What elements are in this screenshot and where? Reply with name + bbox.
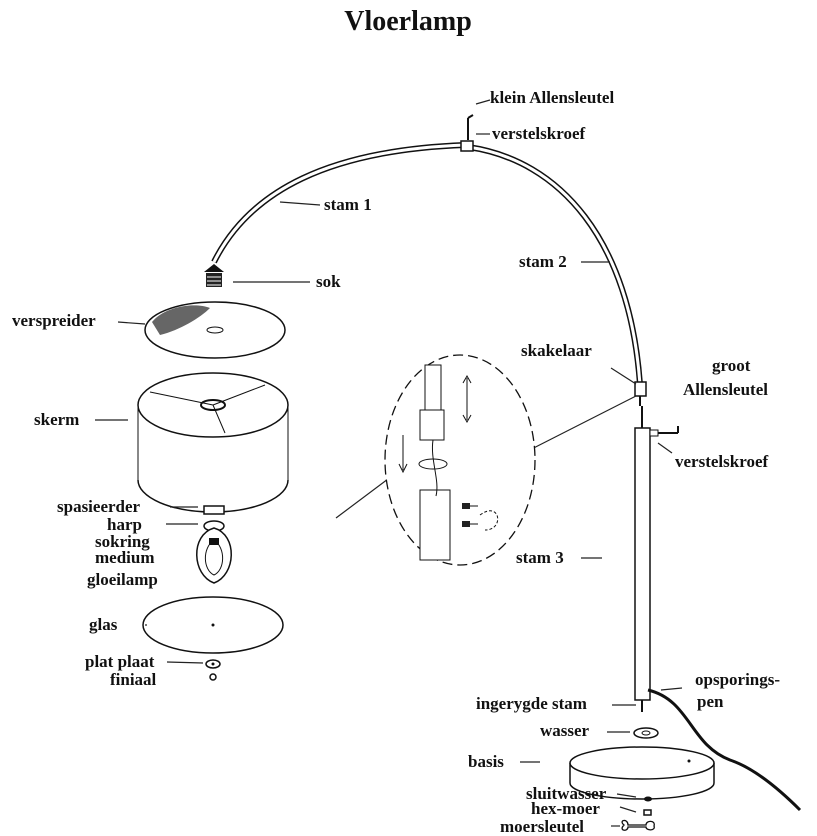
flat-plate — [205, 659, 221, 669]
label-finiaal: finiaal — [110, 670, 157, 689]
label-opsporings: opsporings- — [695, 670, 780, 689]
label-verstelskroef-mid: verstelskroef — [675, 452, 768, 471]
switch — [634, 381, 647, 406]
label-hex-moer: hex-moer — [531, 799, 600, 818]
label-skakelaar: skakelaar — [521, 341, 592, 360]
label-sokring: sokring — [95, 532, 150, 551]
arc-stem-1 — [211, 142, 466, 264]
label-basis: basis — [468, 752, 504, 771]
label-gloeilamp: gloeilamp — [87, 570, 158, 589]
diffuser-disc — [144, 301, 286, 359]
top-adjust-screw — [460, 140, 474, 152]
detail-inset — [335, 354, 637, 566]
stem-3 — [634, 406, 651, 712]
large-allen-key-icon — [649, 426, 679, 437]
label-spasieerder: spasieerder — [57, 497, 141, 516]
label-wasser: wasser — [540, 721, 590, 740]
wrench-icon — [621, 819, 655, 831]
label-sluitwasser: sluitwasser — [526, 784, 607, 803]
label-sok: sok — [316, 272, 341, 291]
label-harp: harp — [107, 515, 142, 534]
lamp-base — [569, 746, 715, 800]
label-moersleutel: moersleutel — [500, 817, 584, 836]
leader-lines — [95, 99, 683, 827]
label-verspreider: verspreider — [12, 311, 96, 330]
label-stam-2: stam 2 — [519, 252, 567, 271]
label-plat-plaat: plat plaat — [85, 652, 155, 671]
label-medium: medium — [95, 548, 155, 567]
lock-washer — [644, 796, 652, 802]
label-skerm: skerm — [34, 410, 79, 429]
label-pen: pen — [697, 692, 724, 711]
label-verstelskroef-top: verstelskroef — [492, 124, 585, 143]
label-stam-3: stam 3 — [516, 548, 564, 567]
label-allensleutel: Allensleutel — [683, 380, 768, 399]
label-glas: glas — [89, 615, 118, 634]
finial — [209, 673, 217, 681]
lampshade — [137, 372, 289, 513]
diagram-title: Vloerlamp — [344, 6, 472, 37]
label-stam-1: stam 1 — [324, 195, 372, 214]
hex-nut — [643, 809, 652, 816]
glass-plate — [142, 596, 284, 654]
label-ingerygde-stam: ingerygde stam — [476, 694, 587, 713]
spacer — [203, 505, 225, 515]
washer — [633, 727, 659, 739]
arc-stem-2 — [467, 144, 643, 386]
label-groot: groot — [712, 356, 751, 375]
label-klein-allensleutel: klein Allensleutel — [490, 88, 614, 107]
harp-and-bulb — [196, 520, 232, 584]
socket-icon — [204, 264, 224, 287]
power-cord — [647, 688, 802, 812]
small-allen-key-icon — [467, 114, 474, 140]
